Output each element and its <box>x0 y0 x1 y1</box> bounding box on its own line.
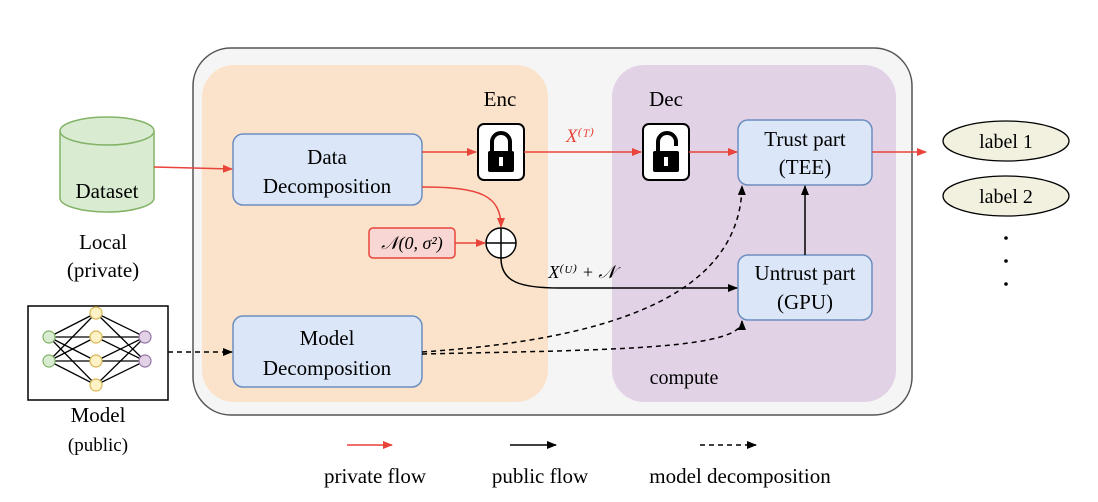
model-decomposition-block: Model Decomposition <box>232 315 423 388</box>
data-decomposition-block: Data Decomposition <box>232 133 423 206</box>
adder-to-untrust-arrow <box>500 257 738 292</box>
output-label-1: label 1 <box>942 120 1070 162</box>
model-caption-line1: Model <box>71 403 126 427</box>
private-signal-label: X⁽ᵀ⁾ <box>565 126 595 147</box>
untrust-part-line2: (GPU) <box>777 290 833 314</box>
encoder-label: Enc <box>484 87 517 111</box>
model-caption-line2: (public) <box>68 435 128 456</box>
dataset-to-decomposition-arrow <box>153 164 233 173</box>
untrust-part-block: Untrust part (GPU) <box>737 254 873 321</box>
trust-part-block: Trust part (TEE) <box>737 119 873 186</box>
dataset-cylinder: Dataset <box>59 116 155 213</box>
output-label-1-text: label 1 <box>979 131 1033 153</box>
adder-icon <box>485 227 517 259</box>
output-label-2-text: label 2 <box>979 186 1033 208</box>
noise-label: 𝒩(0, σ²) <box>381 233 443 254</box>
server-region <box>612 65 896 402</box>
legend-public-label: public flow <box>492 464 589 488</box>
untrust-part-line1: Untrust part <box>755 261 856 285</box>
model-decomposition-line2: Decomposition <box>263 356 392 380</box>
lock-icon <box>477 123 525 181</box>
neural-network-icon <box>27 305 169 401</box>
data-decomposition-line1: Data <box>307 145 347 169</box>
public-signal-label: X⁽ᵁ⁾ + 𝒩 <box>547 262 621 282</box>
model-decomp-to-untrust-arrow <box>421 320 746 355</box>
compute-label: compute <box>650 367 719 389</box>
dataset-caption-line2: (private) <box>67 258 139 282</box>
output-label-2: label 2 <box>942 175 1070 217</box>
model-decomposition-line1: Model <box>300 326 355 350</box>
legend-model-label: model decomposition <box>649 464 831 488</box>
decomposition-to-adder-arrow <box>421 186 505 228</box>
legend-private-label: private flow <box>324 464 427 488</box>
ellipsis-dots <box>1004 236 1008 286</box>
noise-box: 𝒩(0, σ²) <box>368 227 456 259</box>
dataset-caption-line1: Local <box>79 230 127 254</box>
data-decomposition-line2: Decomposition <box>263 174 392 198</box>
unlock-icon <box>642 123 690 181</box>
dataset-label: Dataset <box>76 179 139 203</box>
trust-part-line2: (TEE) <box>779 155 831 179</box>
trust-part-line1: Trust part <box>764 127 846 151</box>
decoder-label: Dec <box>649 87 683 111</box>
model-decomp-to-trust-arrow <box>421 185 746 353</box>
